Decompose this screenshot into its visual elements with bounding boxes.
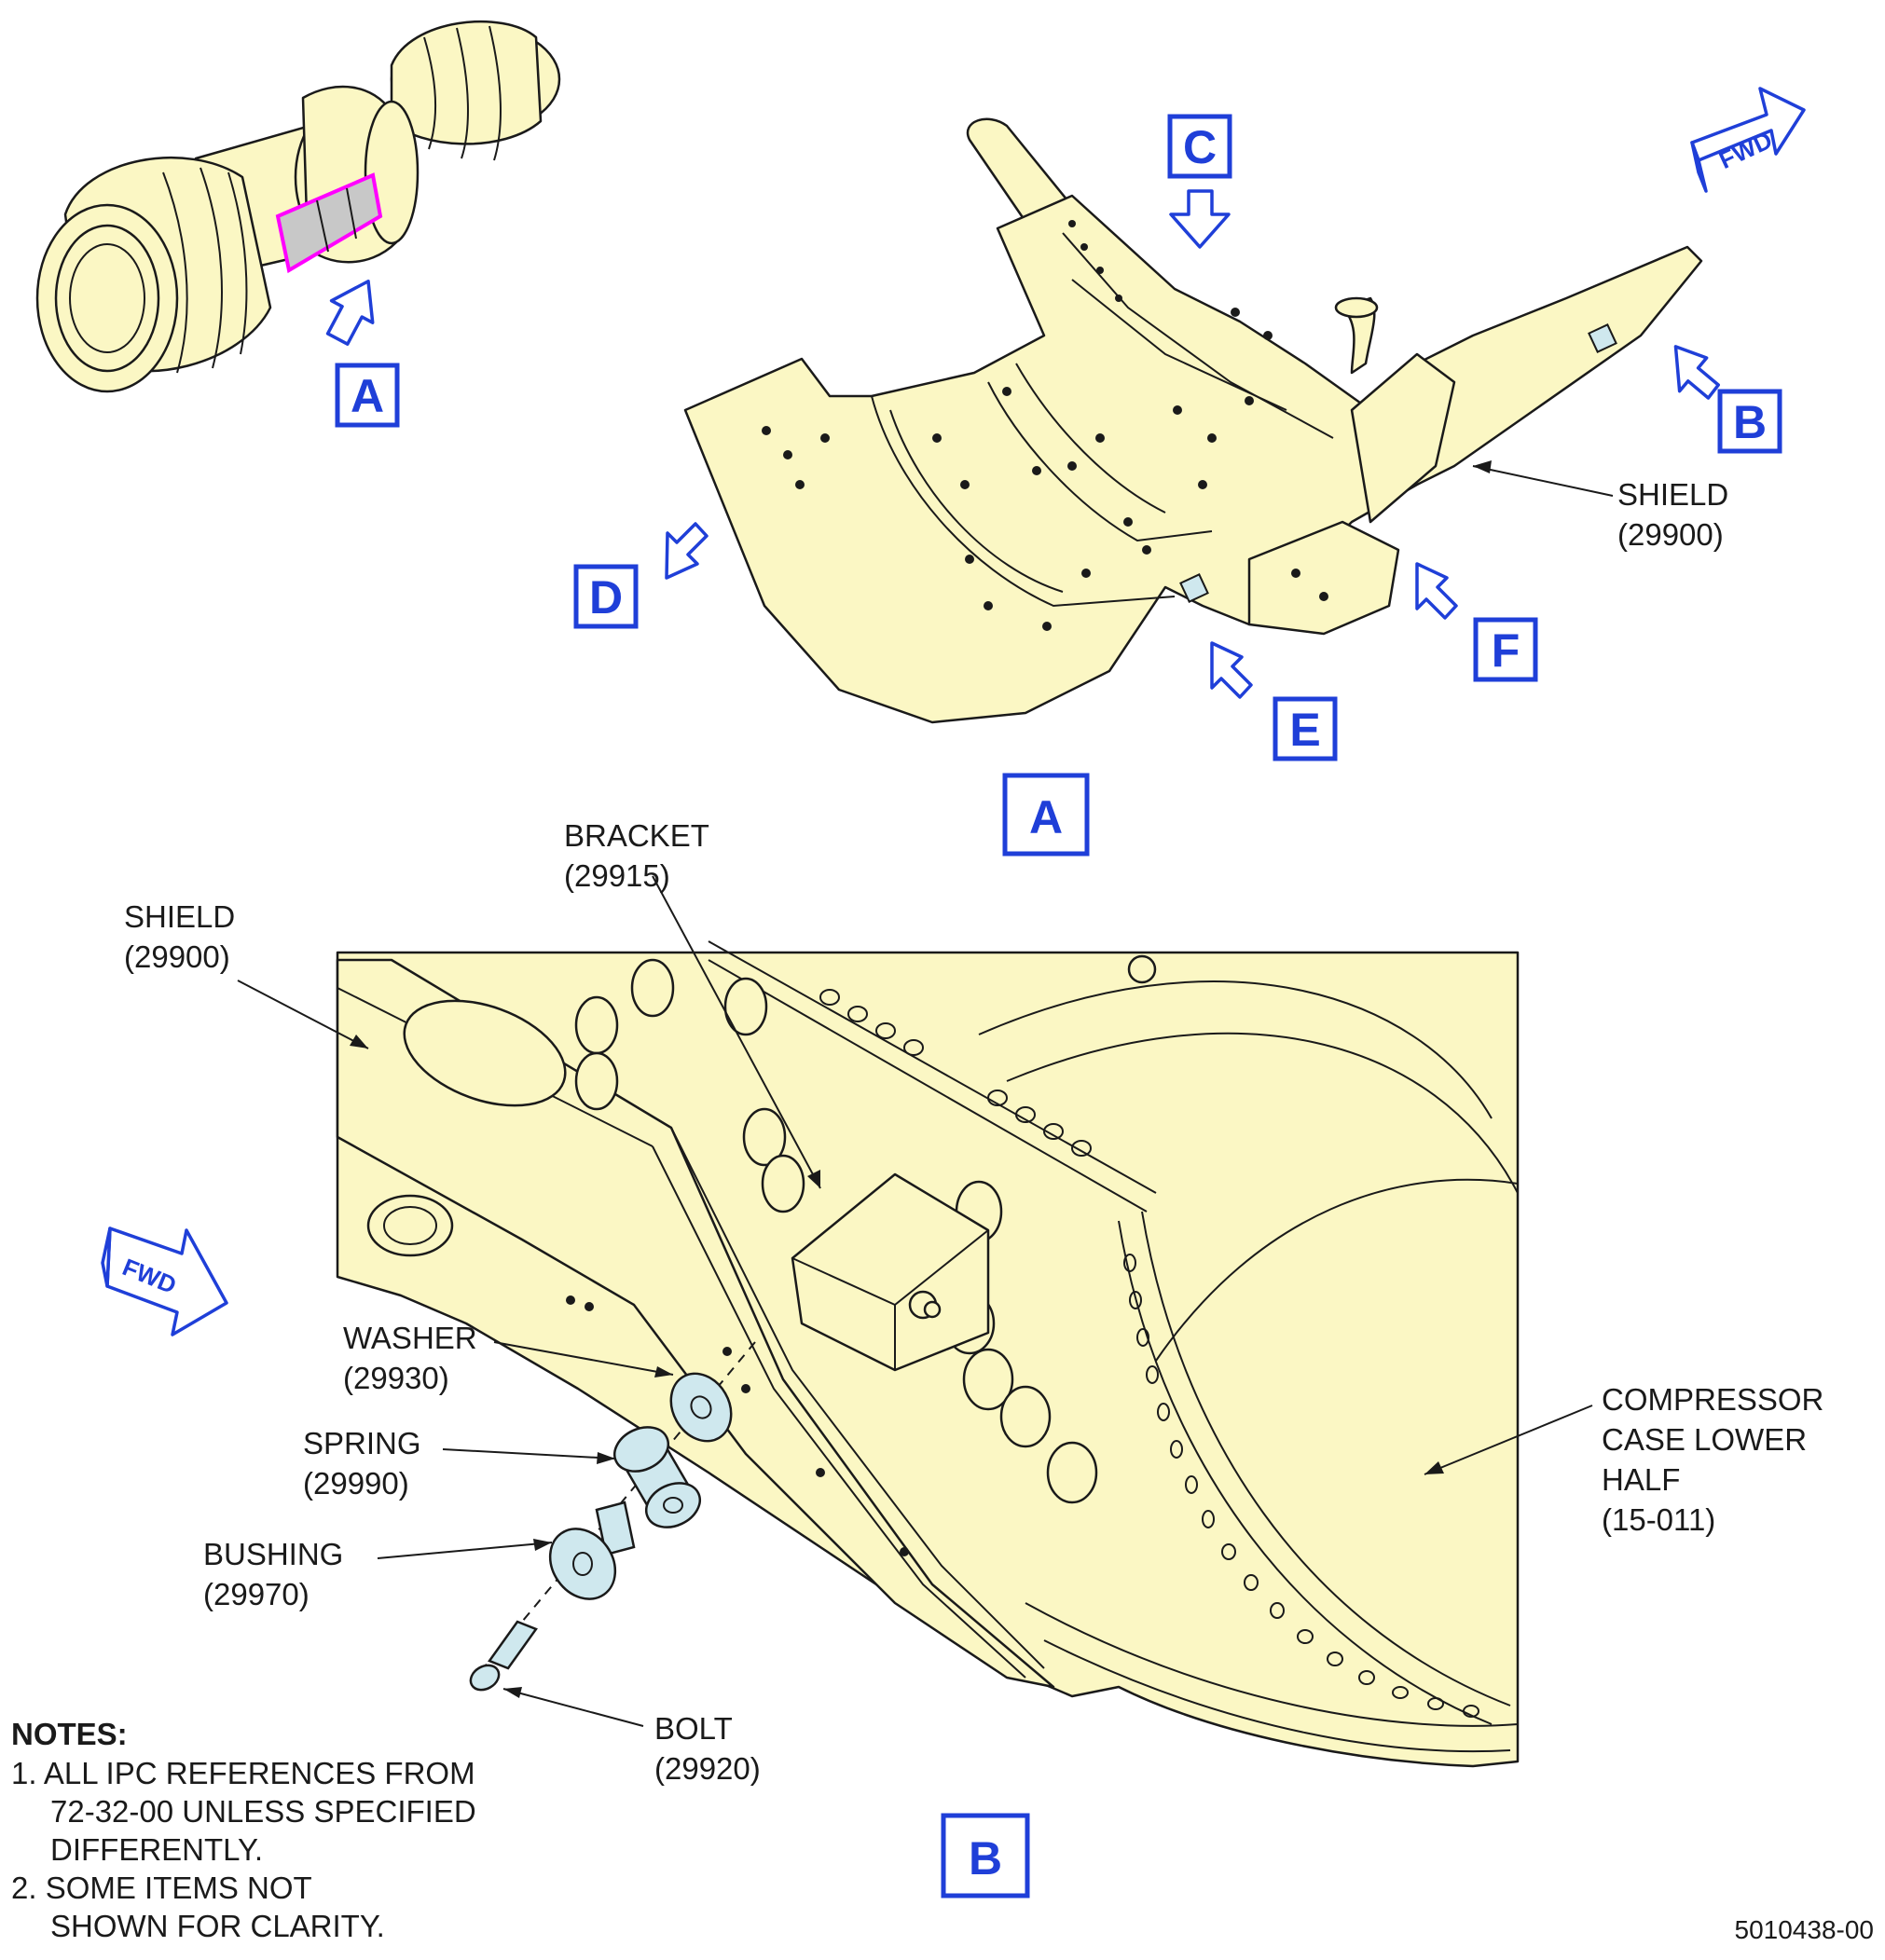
leader-spring bbox=[442, 1448, 616, 1460]
view-a-title: A bbox=[1029, 791, 1063, 843]
tube-upper bbox=[966, 117, 1069, 230]
shield-location-highlight bbox=[275, 172, 383, 274]
bushing-part bbox=[548, 1501, 636, 1600]
note-1-line2: 72-32-00 UNLESS SPECIFIED bbox=[50, 1794, 476, 1829]
view-label-d: D bbox=[589, 571, 623, 624]
washer-part bbox=[669, 1372, 733, 1443]
view-label-e: E bbox=[1289, 704, 1320, 756]
view-b-detail: BRACKET (29915) SHIELD (29900) WASHER (2… bbox=[124, 818, 1823, 1898]
callout-bracket-ref: (29915) bbox=[564, 858, 670, 893]
flange-holes bbox=[1123, 1254, 1479, 1718]
callout-case-line1: COMPRESSOR bbox=[1602, 1382, 1823, 1417]
leader-shield-a bbox=[1472, 465, 1614, 497]
view-box-d bbox=[573, 564, 639, 629]
leader-compressor-case bbox=[1424, 1405, 1593, 1475]
view-box-a-locator bbox=[335, 363, 400, 428]
shield-bracket-block bbox=[1247, 520, 1400, 636]
view-b-title-box bbox=[941, 1813, 1030, 1898]
bolt-part bbox=[469, 1620, 538, 1692]
view-arrow-b bbox=[1673, 345, 1720, 400]
view-box-e bbox=[1273, 696, 1338, 761]
callout-washer-ref: (29930) bbox=[343, 1361, 449, 1395]
leader-bolt bbox=[502, 1688, 644, 1727]
callout-shield-b-name: SHIELD bbox=[124, 899, 235, 934]
view-label-c: C bbox=[1183, 121, 1217, 173]
callout-shield-a-name: SHIELD bbox=[1617, 477, 1728, 512]
callout-case-ref: (15-011) bbox=[1602, 1502, 1715, 1537]
view-a-title-box bbox=[1002, 773, 1090, 857]
note-2-line2: SHOWN FOR CLARITY. bbox=[50, 1909, 385, 1943]
leader-bracket bbox=[652, 875, 821, 1189]
shield-panel bbox=[683, 194, 1703, 724]
engine-locator-view: A bbox=[35, 20, 561, 428]
fwd-arrow-top: FWD bbox=[1690, 87, 1806, 193]
view-box-c bbox=[1167, 114, 1232, 179]
note-1-line1: 1. ALL IPC REFERENCES FROM bbox=[11, 1756, 475, 1790]
leader-shield-b bbox=[237, 980, 369, 1049]
top-flange-holes bbox=[819, 989, 1092, 1157]
callout-shield-a-ref: (29900) bbox=[1617, 517, 1724, 552]
notes-heading: NOTES: bbox=[11, 1717, 128, 1751]
leader-washer bbox=[493, 1341, 674, 1376]
view-arrow-d bbox=[665, 522, 709, 580]
view-arrow-a-locator bbox=[325, 279, 375, 346]
callout-spring-ref: (29990) bbox=[303, 1466, 409, 1501]
shield-holes bbox=[762, 220, 1328, 631]
fwd-arrow-bottom: FWD bbox=[101, 1227, 228, 1336]
view-a-shield: C B D F E SHIELD (29900) A bbox=[573, 114, 1782, 857]
view-b-title: B bbox=[969, 1832, 1002, 1885]
callout-case-line3: HALF bbox=[1602, 1462, 1680, 1497]
notes-block: NOTES: 1. ALL IPC REFERENCES FROM 72-32-… bbox=[11, 1717, 476, 1943]
view-arrow-c bbox=[1169, 189, 1231, 249]
spring-part bbox=[613, 1426, 701, 1528]
view-box-f bbox=[1473, 617, 1538, 682]
bracket-block bbox=[791, 1172, 990, 1372]
callout-shield-b-ref: (29900) bbox=[124, 939, 230, 974]
callout-washer-name: WASHER bbox=[343, 1321, 477, 1355]
view-box-b bbox=[1717, 389, 1782, 454]
callout-bushing-name: BUSHING bbox=[203, 1537, 343, 1571]
view-label-a-locator: A bbox=[351, 370, 384, 422]
note-2-line1: 2. SOME ITEMS NOT bbox=[11, 1871, 312, 1905]
view-arrow-f bbox=[1415, 562, 1458, 620]
view-arrow-e bbox=[1210, 641, 1253, 699]
callout-bracket-name: BRACKET bbox=[564, 818, 709, 853]
view-label-f: F bbox=[1492, 624, 1520, 677]
callout-spring-name: SPRING bbox=[303, 1426, 421, 1460]
view-label-b: B bbox=[1733, 396, 1767, 448]
callout-bolt-ref: (29920) bbox=[654, 1751, 761, 1786]
leader-bushing bbox=[377, 1542, 553, 1559]
callout-case-line2: CASE LOWER bbox=[1602, 1422, 1807, 1457]
note-1-line3: DIFFERENTLY. bbox=[50, 1832, 263, 1867]
figure-id: 5010438-00 bbox=[1735, 1915, 1874, 1944]
callout-bushing-ref: (29970) bbox=[203, 1577, 310, 1611]
callout-bolt-name: BOLT bbox=[654, 1711, 733, 1746]
